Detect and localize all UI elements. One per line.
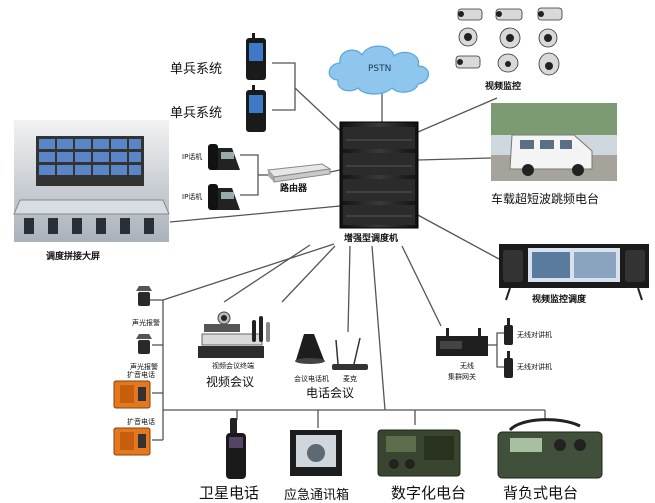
monitor-dispatch-label: 视频监控调度: [532, 295, 587, 305]
ip-phone-1: [208, 144, 240, 170]
alarm-label-1: 声光报警: [132, 319, 160, 327]
pstn-label: PSTN: [368, 64, 392, 74]
alarm-device-1: [136, 286, 152, 306]
conference-phone: [295, 334, 325, 364]
microphone-label: 麦克: [343, 375, 357, 383]
broadcast-phone-2: [113, 427, 151, 456]
soldier-system-label-2: 单兵系统: [170, 106, 223, 121]
dispatcher-label: 增强型调度机: [344, 234, 399, 244]
soldier-system-label-1: 单兵系统: [170, 62, 223, 77]
video-surveillance-label: 视频监控: [485, 82, 522, 92]
wireless-gateway: [436, 328, 488, 356]
alarm-label-2: 声光报警: [130, 363, 158, 371]
satellite-phone: [226, 418, 246, 479]
broadcast-phone-1: [113, 380, 151, 409]
monitor-dispatch-console: [499, 244, 649, 301]
broadcast-label-1: 扩音电话: [127, 371, 155, 379]
vehicle-photo: [491, 103, 617, 181]
video-conf-label: 视频会议: [206, 375, 255, 389]
emergency-comm-box: [290, 430, 342, 476]
connection-lines: [150, 62, 546, 441]
walkie-label-1: 无线对讲机: [517, 331, 552, 339]
wireless-gateway-label-1: 无线: [460, 362, 474, 370]
broadcast-label-2: 扩音电话: [127, 418, 155, 426]
router-label: 路由器: [280, 184, 308, 194]
conf-phone-label: 会议电话机: [294, 375, 329, 383]
control-room-photo: [13, 120, 170, 242]
link-monitor-dispatch: [415, 213, 500, 260]
alarm-device-2: [136, 334, 152, 354]
satellite-phone-label: 卫星电话: [199, 484, 260, 502]
microphone: [332, 337, 368, 370]
backpack-radio-label: 背负式电台: [503, 484, 579, 502]
dispatcher-server: [339, 121, 419, 229]
link-soldier-to-hub: [294, 87, 346, 136]
ip-phone-label-2: IP话机: [182, 193, 203, 201]
link-video-wall: [169, 205, 341, 223]
tel-conf-label: 电话会议: [306, 386, 355, 400]
soldier-phone-2: [246, 85, 266, 132]
emergency-box-label: 应急通讯箱: [284, 488, 350, 503]
soldier-phone-1: [246, 33, 266, 80]
link-surveillance: [417, 97, 498, 133]
video-conf-terminal-label: 视频会议终端: [212, 362, 254, 370]
video-conf-equipment: [198, 311, 270, 358]
video-wall-label: 调度拼接大屏: [46, 252, 101, 262]
backpack-radio: [497, 418, 603, 479]
link-vehicle: [417, 157, 492, 161]
walkie-label-2: 无线对讲机: [517, 363, 552, 371]
router: [267, 163, 332, 183]
link-ip-phones: [240, 154, 259, 196]
ip-phone-label-1: IP话机: [182, 153, 203, 161]
digital-radio: [377, 429, 461, 477]
walkie-talkie-2: [504, 351, 513, 378]
pstn-cloud: [328, 45, 430, 95]
link-soldier: [272, 62, 296, 111]
surveillance-cameras: [455, 7, 563, 76]
digital-radio-label: 数字化电台: [391, 484, 467, 502]
link-router-hub: [329, 169, 341, 173]
ip-phone-2: [208, 184, 240, 210]
walkie-talkie-1: [504, 318, 513, 345]
wireless-gateway-label-2: 集群网关: [448, 373, 476, 381]
vehicle-radio-label: 车载超短波跳频电台: [491, 192, 600, 206]
